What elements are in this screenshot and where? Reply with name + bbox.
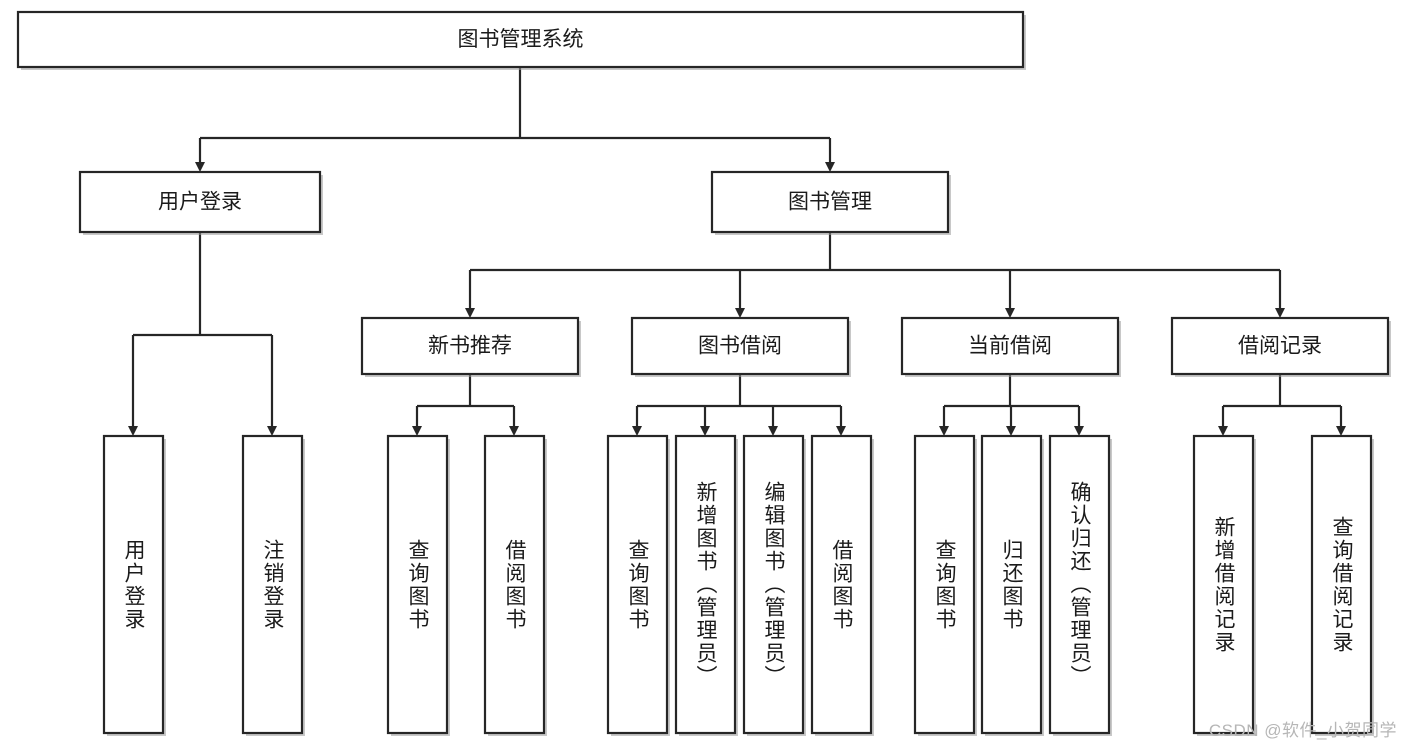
node-box-book-manage (710, 170, 950, 234)
node-box-leaf-add-record (1192, 434, 1255, 735)
node-box-leaf-confirm-return (1048, 434, 1111, 735)
node-box-leaf-borrow-book-rec (483, 434, 546, 735)
node-label-borrow-record: 借阅记录 (1238, 335, 1322, 358)
node-box-new-book-rec (360, 316, 580, 376)
node-label-book-borrow: 图书借阅 (698, 335, 782, 358)
node-box-user-login (78, 170, 322, 234)
node-box-leaf-user-logout (241, 434, 304, 735)
node-label-book-manage: 图书管理 (788, 191, 872, 214)
node-box-leaf-user-login (102, 434, 165, 735)
connector-edges (128, 67, 1346, 436)
node-box-borrow-record (1170, 316, 1390, 376)
node-box-leaf-edit-book (742, 434, 805, 735)
node-box-current-borrow (900, 316, 1120, 376)
node-label-root: 图书管理系统 (458, 28, 584, 51)
node-box-book-borrow (630, 316, 850, 376)
node-boxes (16, 10, 1391, 736)
node-box-leaf-borrow-book (810, 434, 873, 735)
node-box-leaf-query-book (606, 434, 669, 735)
node-box-leaf-query-book-rec (386, 434, 449, 735)
node-label-current-borrow: 当前借阅 (968, 335, 1052, 358)
watermark-text: CSDN @软件_小贺同学 (1208, 721, 1397, 740)
node-box-leaf-query-record (1310, 434, 1373, 735)
node-label-user-login: 用户登录 (158, 191, 242, 214)
node-box-leaf-return-book (980, 434, 1043, 735)
node-label-new-book-rec: 新书推荐 (428, 335, 512, 358)
node-box-leaf-add-book (674, 434, 737, 735)
node-box-root (16, 10, 1025, 69)
node-box-leaf-query-book-cur (913, 434, 976, 735)
